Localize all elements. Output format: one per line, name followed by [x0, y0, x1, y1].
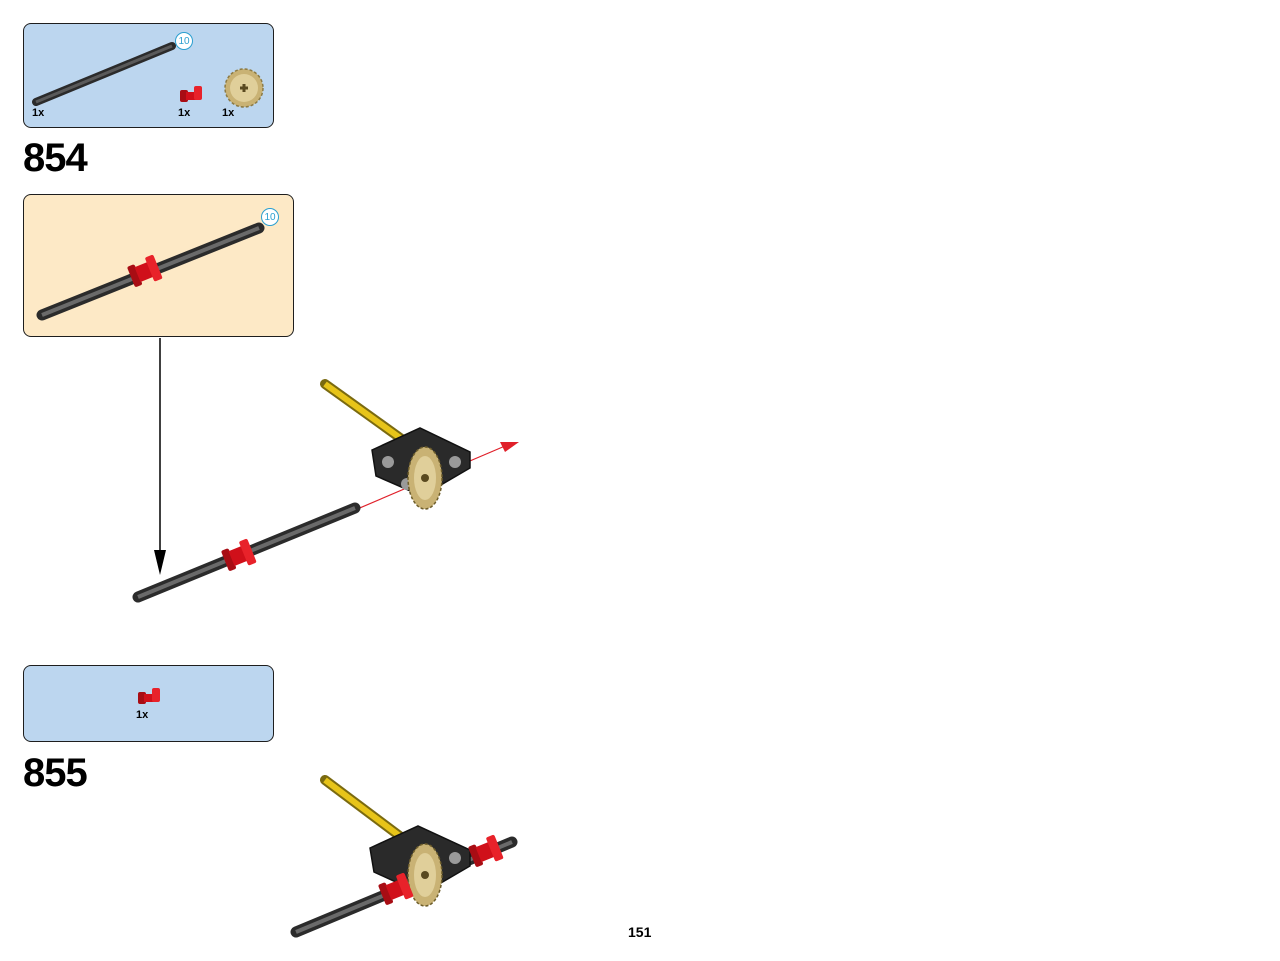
bush-left-855	[378, 872, 414, 905]
page-number: 151	[628, 924, 652, 940]
axle-qty: 1x	[32, 107, 45, 119]
insertion-arrowhead	[500, 442, 519, 452]
axle-with-bush-image	[36, 222, 265, 321]
placement-arrowhead	[154, 550, 166, 575]
tan-gear-855	[407, 843, 443, 907]
bush-right-855	[468, 834, 504, 867]
step-number-854: 854	[23, 136, 88, 180]
gear-part-image	[224, 68, 264, 108]
step-number-855: 855	[23, 751, 88, 795]
bush-qty: 1x	[178, 107, 191, 119]
moving-bush	[221, 538, 257, 571]
gear-qty: 1x	[222, 107, 235, 119]
bush-part-image	[180, 86, 202, 102]
axle-part-image	[32, 42, 176, 106]
bush-qty-855: 1x	[136, 709, 149, 721]
submodel-callout-box: 10	[23, 194, 294, 337]
parts-list-box-855: 1x	[23, 665, 274, 742]
bush-part-image-855	[138, 688, 160, 704]
submodel-length-badge: 10	[261, 208, 279, 226]
tan-gear	[407, 446, 443, 510]
axle-length-badge: 10	[175, 32, 193, 50]
parts-list-box-854: 10 1x 1x 1x	[23, 23, 274, 128]
